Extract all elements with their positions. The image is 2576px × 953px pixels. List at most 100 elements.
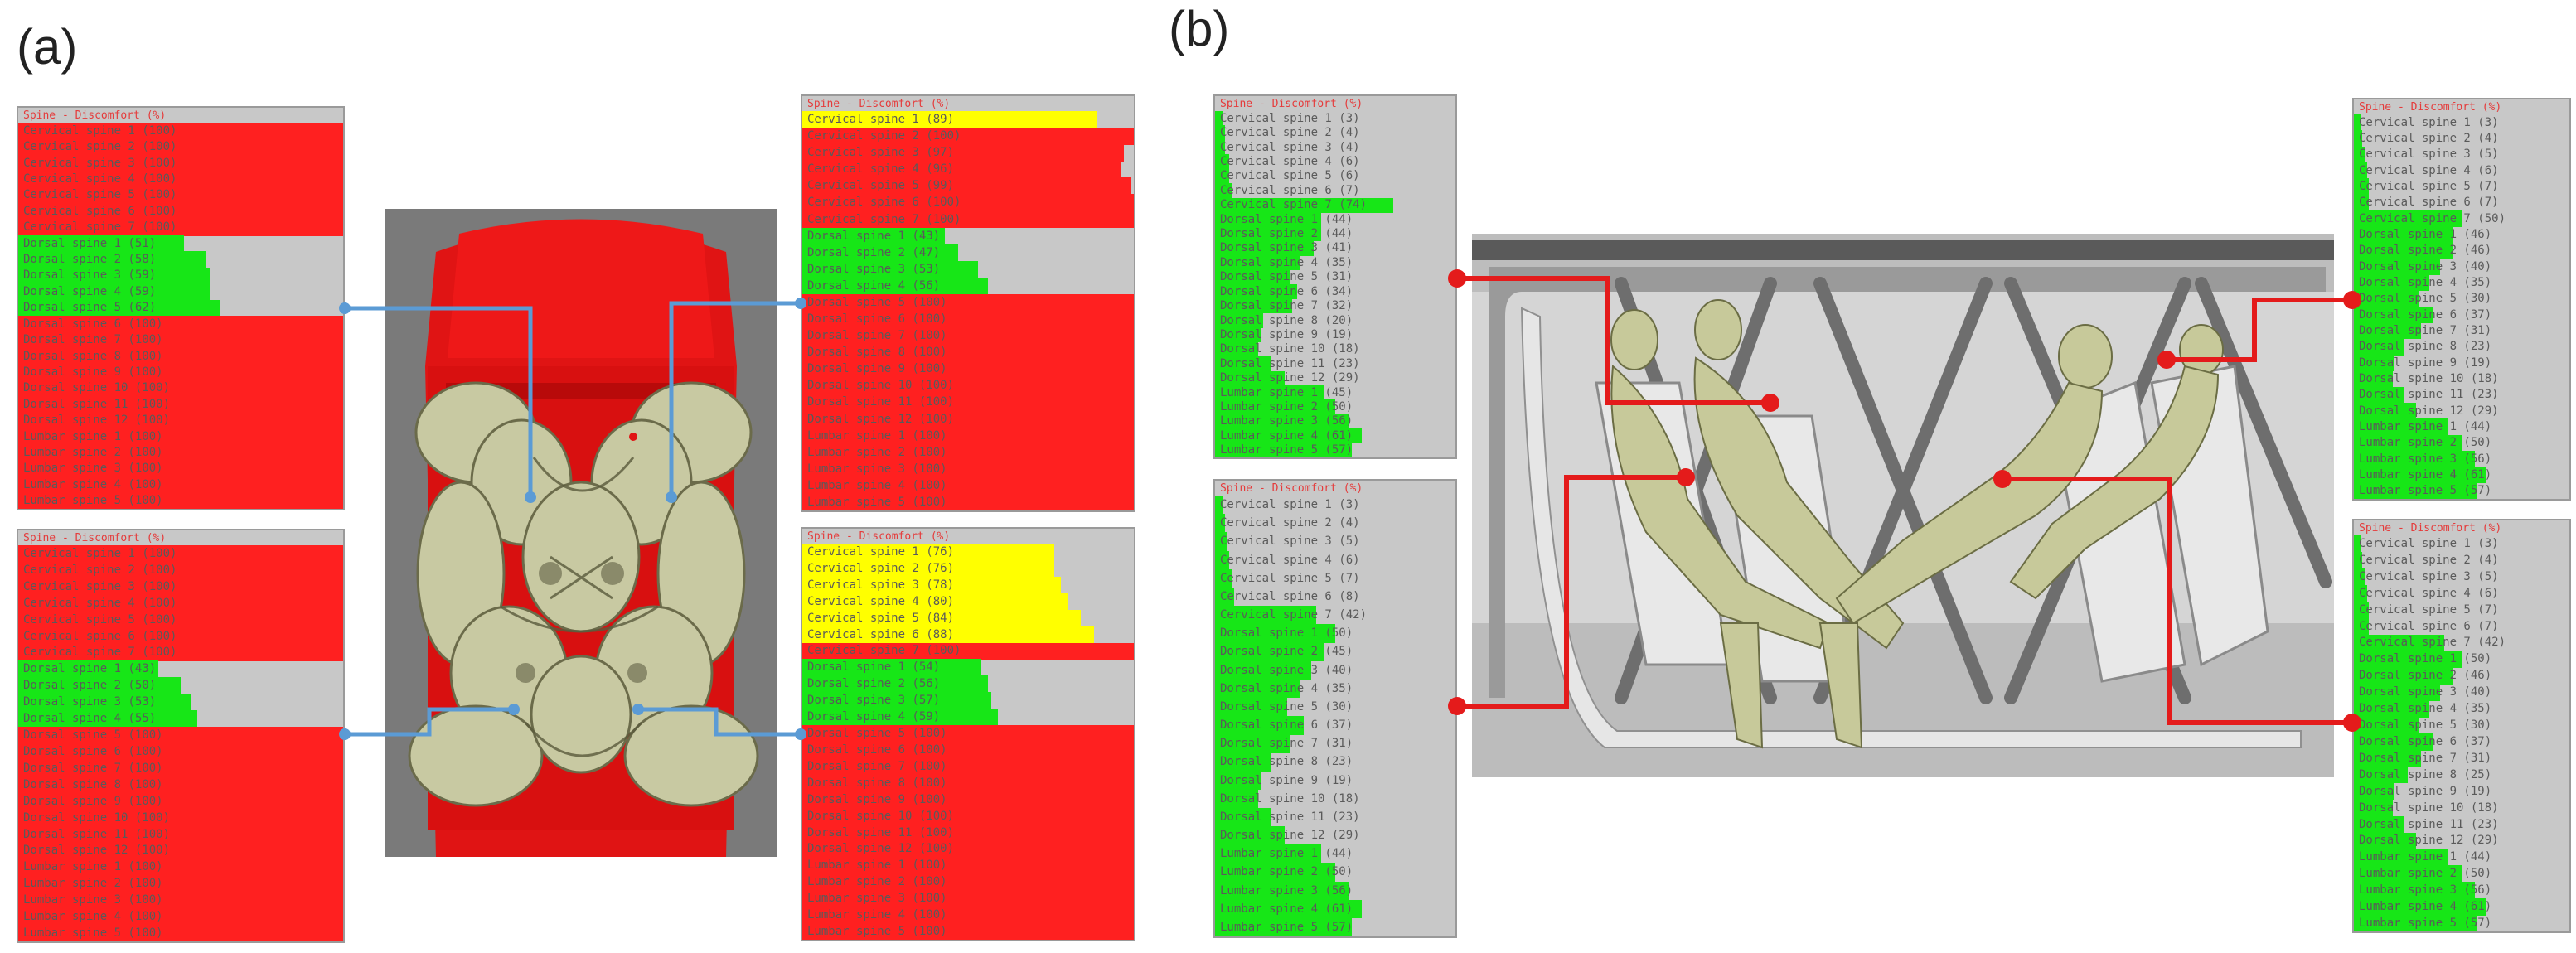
bar-22 <box>802 890 1134 907</box>
panel-label-b: (b) <box>1169 1 1230 56</box>
bar-label-5: Cervical spine 5 (7) <box>1220 571 1360 585</box>
bar-label-1: Cervical spine 1 (100) <box>23 123 177 138</box>
bar-14 <box>1215 298 1292 314</box>
bar-2 <box>802 559 1054 578</box>
bar-9 <box>2354 667 2453 685</box>
bar-label-14: Dorsal spine 7 (31) <box>2359 751 2492 765</box>
chart-a-top-right: Spine - Discomfort (%)Cervical spine 1 (… <box>801 94 1135 512</box>
bar-19 <box>18 412 343 429</box>
bar-3 <box>802 144 1124 162</box>
bar-24 <box>18 492 343 509</box>
bar-label-8: Dorsal spine 1 (46) <box>2359 228 2492 241</box>
bar-label-19: Dorsal spine 12 (100) <box>23 414 171 428</box>
bar-label-21: Lumbar spine 2 (100) <box>807 445 947 459</box>
bar-label-11: Dorsal spine 4 (59) <box>23 284 157 298</box>
bar-13 <box>802 742 1134 759</box>
bar-21 <box>802 443 1134 462</box>
bar-label-14: Dorsal spine 7 (31) <box>2359 324 2492 337</box>
bar-12 <box>802 293 1134 312</box>
bar-label-15: Dorsal spine 8 (100) <box>807 346 947 360</box>
bar-label-10: Dorsal spine 3 (57) <box>807 694 941 708</box>
connector-b-bottom-left-dot <box>1448 697 1466 715</box>
bar-label-2: Cervical spine 2 (4) <box>2359 132 2499 145</box>
bar-label-24: Lumbar spine 5 (100) <box>23 926 163 941</box>
bar-label-18: Dorsal spine 11 (23) <box>1220 356 1360 370</box>
bar-20 <box>1215 385 1324 400</box>
connector-a-top-left-end <box>525 491 536 503</box>
bar-label-11: Dorsal spine 4 (56) <box>807 278 941 293</box>
bar-15 <box>1215 752 1271 772</box>
bar-23 <box>18 908 343 926</box>
bar-label-8: Dorsal spine 1 (51) <box>23 236 157 250</box>
bar-label-6: Cervical spine 6 (88) <box>807 627 955 641</box>
bar-label-3: Cervical spine 3 (5) <box>2359 569 2499 583</box>
bar-label-1: Cervical spine 1 (100) <box>23 546 177 560</box>
bar-18 <box>1215 807 1271 827</box>
bar-19 <box>2354 832 2417 850</box>
bar-17 <box>802 807 1134 825</box>
bar-label-20: Lumbar spine 1 (44) <box>2359 850 2492 864</box>
bar-label-3: Cervical spine 3 (100) <box>23 156 177 170</box>
bar-label-14: Dorsal spine 7 (100) <box>807 329 947 343</box>
chart-title: Spine - Discomfort (%) <box>2359 522 2502 535</box>
bar-1 <box>1215 111 1223 127</box>
bar-19 <box>1215 826 1286 845</box>
bar-label-4: Cervical spine 4 (100) <box>23 172 177 186</box>
bar-label-22: Lumbar spine 3 (56) <box>1220 883 1353 897</box>
bar-20 <box>802 857 1134 874</box>
bar-label-9: Dorsal spine 2 (58) <box>23 253 157 267</box>
bar-label-7: Cervical spine 7 (74) <box>1220 198 1368 212</box>
bar-7 <box>1215 197 1393 213</box>
bar-label-18: Dorsal spine 11 (23) <box>1220 810 1360 824</box>
bar-17 <box>1215 789 1259 809</box>
bar-20 <box>2354 849 2449 866</box>
bar-2 <box>2354 130 2363 148</box>
bar-9 <box>1215 642 1324 662</box>
bar-label-18: Dorsal spine 11 (23) <box>2359 817 2499 831</box>
bar-label-15: Dorsal spine 8 (25) <box>2359 767 2492 781</box>
bar-label-4: Cervical spine 4 (96) <box>807 162 955 177</box>
bar-16 <box>18 792 343 810</box>
bar-label-16: Dorsal spine 9 (100) <box>807 792 947 806</box>
bar-label-7: Cervical spine 7 (42) <box>2359 636 2506 650</box>
bar-14 <box>802 327 1134 345</box>
bar-label-19: Dorsal spine 12 (100) <box>807 842 955 856</box>
bar-4 <box>18 594 343 612</box>
bar-label-19: Dorsal spine 12 (29) <box>1220 829 1360 843</box>
bar-10 <box>2354 259 2440 275</box>
bar-label-1: Cervical spine 1 (76) <box>807 544 955 559</box>
bar-15 <box>2354 766 2408 784</box>
bar-16 <box>1215 327 1261 343</box>
bar-5 <box>802 177 1131 195</box>
bar-label-10: Dorsal spine 3 (53) <box>23 695 157 709</box>
bar-2 <box>802 128 1134 145</box>
bar-label-3: Cervical spine 3 (5) <box>2359 148 2499 162</box>
bar-22 <box>2354 451 2475 467</box>
bar-13 <box>2354 307 2434 323</box>
bar-label-6: Cervical spine 6 (7) <box>1220 183 1360 197</box>
bar-6 <box>18 627 343 646</box>
bar-17 <box>2354 799 2393 817</box>
bar-13 <box>18 743 343 761</box>
bar-label-2: Cervical spine 2 (76) <box>807 561 955 575</box>
bar-2 <box>1215 514 1225 533</box>
bar-label-24: Lumbar spine 5 (57) <box>2359 917 2492 931</box>
bar-3 <box>802 576 1061 594</box>
connector-b-bottom-right <box>2002 476 2352 725</box>
bar-3 <box>1215 139 1225 155</box>
bar-6 <box>2354 194 2370 211</box>
bar-label-14: Dorsal spine 7 (100) <box>23 333 163 347</box>
bar-17 <box>18 809 343 827</box>
connector-b-bottom-left-end <box>1677 468 1695 486</box>
bar-10 <box>18 267 211 284</box>
connector-a-bottom-right <box>638 707 801 737</box>
bar-6 <box>1215 183 1232 199</box>
bar-label-4: Cervical spine 4 (6) <box>1220 553 1360 567</box>
bar-label-18: Dorsal spine 11 (100) <box>807 825 955 839</box>
bar-label-16: Dorsal spine 9 (100) <box>23 365 163 379</box>
bar-label-14: Dorsal spine 7 (100) <box>807 759 947 773</box>
connector-b-top-left <box>1457 276 1770 405</box>
bar-label-2: Cervical spine 2 (4) <box>2359 553 2499 567</box>
bar-14 <box>2354 322 2421 340</box>
